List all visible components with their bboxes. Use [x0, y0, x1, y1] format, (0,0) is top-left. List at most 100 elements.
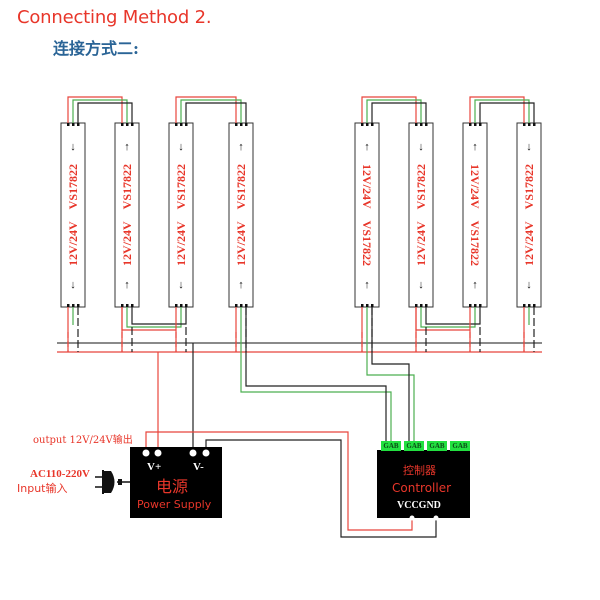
- top-link-black-4: [479, 102, 535, 123]
- power-supply-name-en: Power Supply: [137, 498, 212, 511]
- strip-3-arrow-top: ↓: [178, 141, 184, 153]
- strip-6-top-pin: [420, 123, 423, 126]
- strip-model: VS17822: [65, 164, 80, 210]
- top-link-green-2: [180, 99, 242, 123]
- strip-4-top-pin: [240, 123, 243, 126]
- strip-2-label: 12V/24V VS17822: [115, 123, 139, 307]
- strip-voltage: 12V/24V: [119, 221, 134, 267]
- strip-model: VS17822: [233, 164, 248, 210]
- top-link-green-4: [474, 99, 530, 123]
- input-voltage-label: AC110-220V: [30, 468, 90, 480]
- strip-7-bottom-pin: [479, 304, 482, 307]
- title-english: Connecting Method 2.: [17, 7, 212, 28]
- controller-terminal-vcc: [409, 515, 415, 521]
- top-link-red-2: [175, 96, 237, 123]
- power-terminal-vplus-2: [154, 449, 162, 457]
- strip-6-bottom-pin: [425, 304, 428, 307]
- strip-3-bottom-pin: [185, 304, 188, 307]
- strip-4-arrow-top: ↑: [238, 141, 244, 153]
- top-link-black-3: [371, 102, 427, 123]
- strip-3-top-pin: [185, 123, 188, 126]
- psu-vminus-to-controller-gnd: [205, 439, 437, 538]
- strip-1-label: 12V/24V VS17822: [61, 123, 85, 307]
- controller-name-en: Controller: [392, 481, 452, 495]
- power-terminal-vminus-1: [189, 449, 197, 457]
- top-link-green-3: [366, 99, 422, 123]
- bottom-link-black-2: [425, 307, 481, 325]
- strip-2-bottom-pin: [131, 304, 134, 307]
- strip-7-bottom-pin: [469, 304, 472, 307]
- data-green-strip4: [240, 307, 392, 441]
- strip-voltage: 12V/24V: [413, 221, 428, 267]
- strip-7-arrow-top: ↑: [472, 141, 478, 153]
- strip-2-arrow-top: ↑: [124, 141, 130, 153]
- controller-terminal-gnd: [433, 515, 439, 521]
- led-strip-5: [354, 122, 380, 308]
- strip-6-bottom-pin: [420, 304, 423, 307]
- strip-8-top-pin: [528, 123, 531, 126]
- strip-8-label: 12V/24V VS17822: [517, 123, 541, 307]
- strip-7-arrow-bottom: ↑: [472, 279, 478, 291]
- bottom-link-green-2: [420, 307, 476, 328]
- strip-voltage: 12V/24V: [173, 221, 188, 267]
- strip-model: VS17822: [468, 220, 483, 266]
- controller-port-3: GAB: [427, 441, 447, 451]
- strip-model: VS17822: [521, 164, 536, 210]
- strip-1-arrow-top: ↓: [70, 141, 76, 153]
- strip-4-bottom-pin: [240, 304, 243, 307]
- strip-5-bottom-pin: [371, 304, 374, 307]
- title-chinese: 连接方式二:: [53, 39, 139, 58]
- strip-1-bottom-pin: [77, 304, 80, 307]
- top-link-green-1: [72, 99, 128, 123]
- strip-5-top-pin: [371, 123, 374, 126]
- strip-voltage: 12V/24V: [521, 221, 536, 267]
- bottom-link-green-1: [126, 307, 182, 328]
- strip-voltage: 12V/24V: [65, 221, 80, 267]
- strip-5-top-pin: [361, 123, 364, 126]
- strip-6-top-pin: [415, 123, 418, 126]
- strip-8-arrow-top: ↓: [526, 141, 532, 153]
- psu-vplus-to-controller-vcc: [145, 431, 413, 531]
- data-black-strip5: [371, 307, 410, 441]
- strip-1-arrow-bottom: ↓: [70, 279, 76, 291]
- power-terminal-vplus-1: [142, 449, 150, 457]
- strip-voltage: 12V/24V: [233, 221, 248, 267]
- controller-port-2: GAB: [404, 441, 424, 451]
- strip-4-bottom-pin: [235, 304, 238, 307]
- strip-8-top-pin: [533, 123, 536, 126]
- top-link-black-1: [77, 102, 133, 123]
- strip-5-bottom-pin: [361, 304, 364, 307]
- strip-5-top-pin: [366, 123, 369, 126]
- strip-4-top-pin: [235, 123, 238, 126]
- strip-8-top-pin: [523, 123, 526, 126]
- strip-3-top-pin: [175, 123, 178, 126]
- led-strip-8: [516, 122, 542, 308]
- data-black-strip4: [245, 307, 387, 441]
- strip-4-arrow-bottom: ↑: [238, 279, 244, 291]
- strip-4-bottom-pin: [245, 304, 248, 307]
- data-green-strip5: [366, 307, 415, 441]
- strip-1-top-pin: [67, 123, 70, 126]
- power-terminal-vminus-2: [202, 449, 210, 457]
- strip-1-bottom-pin: [67, 304, 70, 307]
- strip-2-top-pin: [121, 123, 124, 126]
- strip-4-label: 12V/24V VS17822: [229, 123, 253, 307]
- input-label: Input输入: [17, 482, 68, 495]
- strip-3-bottom-pin: [180, 304, 183, 307]
- strip-5-bottom-pin: [366, 304, 369, 307]
- strip-voltage: 12V/24V: [360, 163, 375, 209]
- strip-8-arrow-bottom: ↓: [526, 279, 532, 291]
- top-link-red-1: [67, 96, 123, 123]
- controller-power-label: VCCGND: [397, 500, 441, 511]
- strip-model: VS17822: [360, 220, 375, 266]
- strip-4-top-pin: [245, 123, 248, 126]
- led-strip-1: [60, 122, 86, 308]
- strip-model: VS17822: [413, 164, 428, 210]
- strips-layer: [60, 122, 542, 308]
- strip-3-bottom-pin: [175, 304, 178, 307]
- strip-model: VS17822: [119, 164, 134, 210]
- strip-6-label: 12V/24V VS17822: [409, 123, 433, 307]
